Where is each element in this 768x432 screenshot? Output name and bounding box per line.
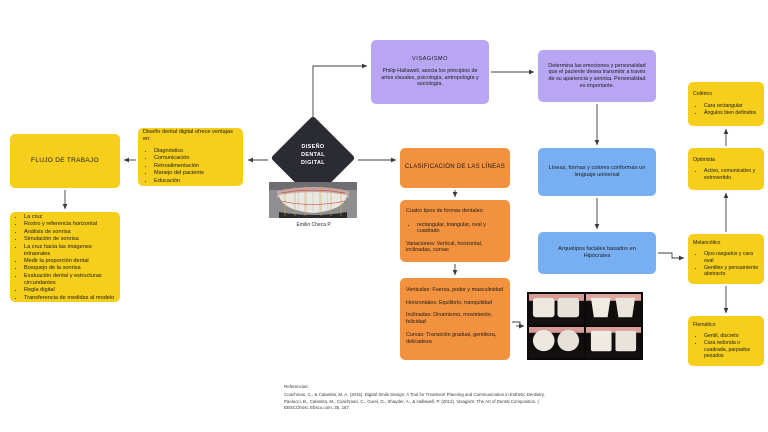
melancolico-title: Melancólico	[693, 239, 721, 246]
colerico-list: Cara rectangular Ángulos bien definidos	[693, 103, 760, 117]
clasificacion-title: CLASIFICACIÓN DE LAS LÍNEAS	[404, 164, 506, 171]
node-flujo-de-trabajo[interactable]: FLUJO DE TRABAJO	[10, 134, 120, 188]
melancolico-list: Ojos rasgados y cara oval Gentiles y pen…	[693, 251, 760, 278]
edge-significados-to-photos	[512, 321, 525, 329]
visagismo-title: VISAGISMO	[412, 55, 448, 62]
diamond-label-line1: DISEÑO	[301, 144, 325, 150]
list-item: Medir la proporción dental	[24, 258, 115, 265]
references-block: Referencias: Coachman, C., & Calamita, M…	[284, 384, 564, 412]
list-item: Evaluación dental y estructuras circunda…	[24, 273, 115, 287]
tooth-shape-photo-grid	[527, 292, 643, 360]
node-arquetipos-faciales[interactable]: Arquetipos faciales basados en Hipócrate…	[538, 232, 656, 274]
tooth-photo-graphic	[529, 327, 584, 358]
flujo-trabajo-title: FLUJO DE TRABAJO	[31, 156, 99, 164]
list-item: Ojos rasgados y cara oval	[704, 251, 760, 264]
intraoral-smile-analysis-photo	[269, 182, 357, 218]
tooth-photo-graphic	[586, 327, 641, 358]
diamond-label: DISEÑO DENTAL DIGITAL	[272, 144, 354, 167]
tooth-photo-oval	[529, 327, 584, 358]
diamond-label-line3: DIGITAL	[301, 159, 325, 166]
list-item: Comunicación	[154, 155, 238, 162]
tooth-photo-triangular	[586, 294, 641, 325]
optimista-list: Activo, comunicativo y extrovertido	[693, 168, 760, 182]
list-item: Manejo del paciente	[154, 170, 238, 177]
list-item: Análisis de sonrisa	[24, 229, 115, 236]
lenguaje-body: Líneas, formas y colores conforman un le…	[548, 165, 646, 178]
diamond-label-line2: DENTAL	[301, 151, 325, 158]
list-item: Rostro y referencia horizontal	[24, 221, 115, 228]
list-item: Retroalimentación	[154, 163, 238, 170]
list-item: La cruz hacia las imágenes intraorales	[24, 244, 115, 258]
list-item: La cruz	[24, 214, 115, 221]
tooth-photo-rectangular	[529, 294, 584, 325]
list-item: Diagnóstico	[154, 148, 238, 155]
significado-line: Verticales: Fuerza, poder y masculinidad	[406, 286, 504, 293]
node-cuatro-tipos-formas-dentales[interactable]: Cuatro tipos de formas dentales: rectang…	[400, 200, 510, 262]
significado-line: Curvas: Transición gradual, gentileza, d…	[406, 331, 497, 345]
list-item: Bosquejo de la sonrisa	[24, 265, 115, 272]
list-item: rectangular, triangular, oval y cuadrado	[417, 222, 504, 236]
visagismo-body: Philip Hallawell, asocia los principios …	[381, 67, 479, 88]
node-clasificacion-de-las-lineas[interactable]: CLASIFICACIÓN DE LAS LÍNEAS	[400, 148, 510, 188]
cuatro-tipos-intro: Cuatro tipos de formas dentales:	[406, 207, 484, 214]
list-item: Simulación de sonrisa	[24, 236, 115, 243]
node-flujo-de-trabajo-steps[interactable]: La cruz Rostro y referencia horizontal A…	[10, 212, 120, 302]
flematico-title: Flemático	[693, 321, 716, 328]
list-item: Gentiles y pensamiento abstracto	[704, 265, 760, 278]
arquetipos-body: Arquetipos faciales basados en Hipócrate…	[558, 246, 636, 259]
list-item: Activo, comunicativo y extrovertido	[704, 168, 760, 181]
node-lenguaje-universal[interactable]: Líneas, formas y colores conforman un le…	[538, 148, 656, 196]
determina-body: Determina las emociones y personalidad q…	[548, 62, 646, 89]
list-item: Cara rectangular	[704, 103, 760, 110]
node-visagismo[interactable]: VISAGISMO Philip Hallawell, asocia los p…	[371, 40, 489, 104]
reference-entry: Paolucci, B., Calamita, M., Coachman, C.…	[284, 398, 539, 411]
list-item: Ángulos bien definidos	[704, 110, 760, 117]
flematico-list: Gentil, discreto Cara redonda o cuadrada…	[693, 333, 760, 360]
cuatro-tipos-list: rectangular, triangular, oval y cuadrado	[406, 222, 504, 236]
optimista-title: Optimista	[693, 156, 715, 163]
colerico-title: Colérico	[693, 91, 713, 98]
node-melancolico[interactable]: Melancólico Ojos rasgados y cara oval Ge…	[688, 234, 764, 284]
node-flematico[interactable]: Flemático Gentil, discreto Cara redonda …	[688, 316, 764, 366]
edge-arquetipos-to-melancolico	[658, 252, 685, 261]
list-item: Regla digital	[24, 287, 115, 294]
photo-caption: Emilio Checa P.	[296, 222, 332, 228]
node-determina-emociones[interactable]: Determina las emociones y personalidad q…	[538, 50, 656, 102]
tooth-photo-graphic	[529, 294, 584, 325]
tooth-photo-cuadrado	[586, 327, 641, 358]
node-significado-de-lineas[interactable]: Verticales: Fuerza, poder y masculinidad…	[400, 278, 510, 360]
list-item: Educación	[154, 178, 238, 185]
list-item: Cara redonda o cuadrada, parpados pesado…	[704, 340, 760, 360]
cuatro-tipos-outro: Variaciones: Vertical, horizontal, incli…	[406, 240, 483, 254]
references-heading: Referencias:	[284, 384, 309, 389]
list-item: Transferencia de medidas al modelo	[24, 295, 115, 302]
ventajas-list: Diagnóstico Comunicación Retroalimentaci…	[143, 148, 238, 185]
ventajas-intro: Diseño dental digital ofrece ventajas en…	[143, 128, 233, 142]
significado-line: Inclinadas: Dinamismo, movimiento, felic…	[406, 312, 493, 325]
significado-line: Horizontales: Equilibrio, tranquilidad	[406, 299, 492, 306]
node-diseno-dental-digital[interactable]: DISEÑO DENTAL DIGITAL	[270, 115, 356, 201]
flujo-steps-list: La cruz Rostro y referencia horizontal A…	[13, 214, 115, 303]
edge-diamond-to-visagismo	[312, 63, 368, 128]
list-item: Gentil, discreto	[704, 333, 760, 340]
node-colerico[interactable]: Colérico Cara rectangular Ángulos bien d…	[688, 82, 764, 126]
tooth-photo-graphic	[586, 294, 641, 325]
smile-photo-graphic	[269, 182, 357, 218]
reference-entry: Coachman, C., & Calamita, M. A. (2015). …	[284, 391, 545, 397]
node-optimista[interactable]: Optimista Activo, comunicativo y extrove…	[688, 148, 764, 190]
node-ventajas-diseno-digital[interactable]: Diseño dental digital ofrece ventajas en…	[138, 128, 243, 186]
